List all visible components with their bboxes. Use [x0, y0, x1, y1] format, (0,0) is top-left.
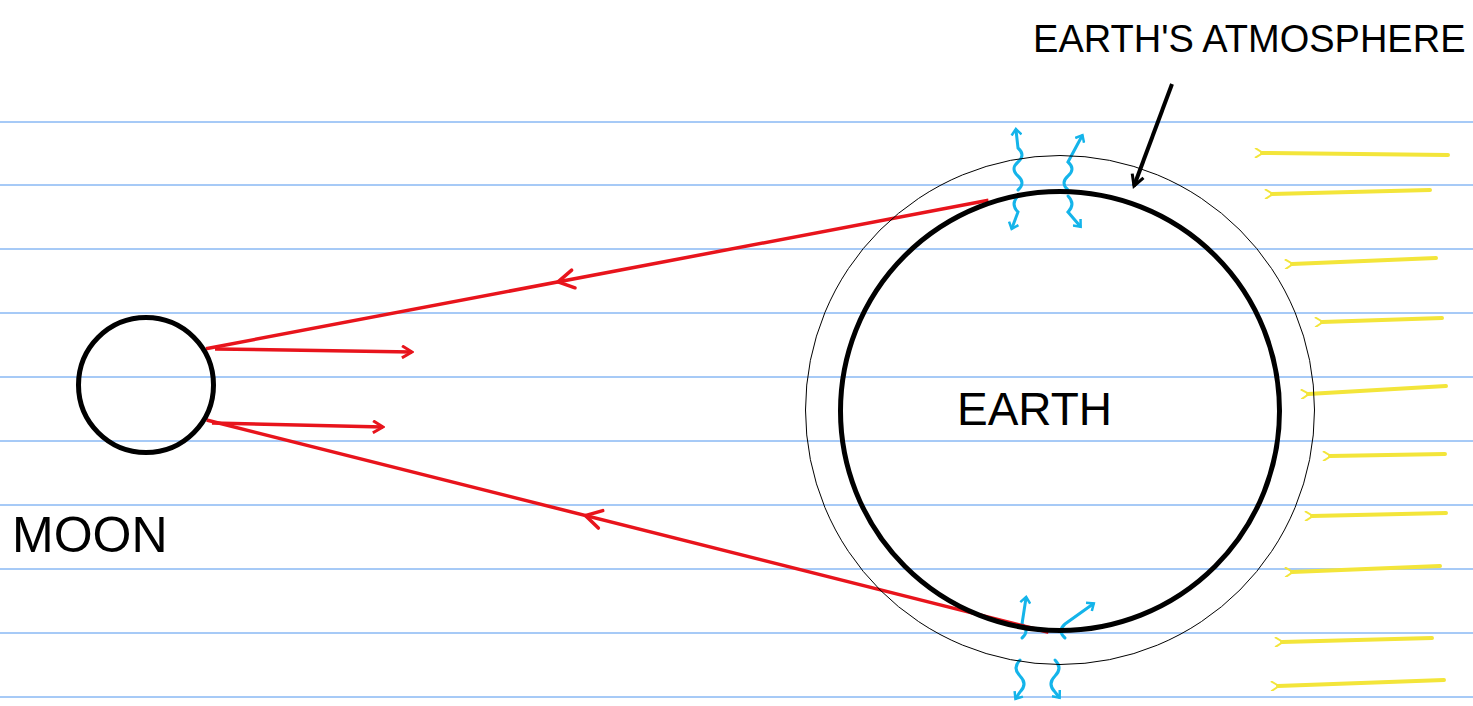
arrow-head — [558, 270, 575, 288]
body-label: MOON — [12, 510, 168, 560]
ruled-lines — [0, 122, 1473, 697]
illustration-stroke — [0, 569, 1473, 570]
illustration-stroke — [1272, 190, 1430, 194]
illustration-stroke — [1282, 638, 1432, 642]
earth-circle: EARTH — [838, 189, 1282, 633]
light-ray-line — [207, 420, 1049, 632]
illustration-stroke — [1308, 386, 1446, 394]
illustration-stroke — [0, 505, 1473, 506]
illustration-stroke — [1278, 680, 1444, 686]
illustration-stroke — [1312, 513, 1446, 516]
illustration-stroke — [1022, 598, 1026, 638]
illustration-stroke — [1068, 196, 1080, 226]
moon-circle: MOON — [76, 315, 216, 455]
illustration-stroke — [1051, 660, 1059, 697]
illustration-stroke — [0, 313, 1473, 314]
illustration-stroke — [0, 697, 1473, 698]
atmosphere-circle: EARTHEARTH'S ATMOSPHERE — [805, 155, 1315, 665]
illustration-stroke — [1292, 258, 1436, 264]
sunlight-arrows — [1262, 153, 1448, 686]
illustration-stroke — [1014, 130, 1022, 190]
illustration-stroke — [1292, 566, 1440, 572]
illustration-stroke — [0, 122, 1473, 123]
illustration-stroke — [1016, 660, 1024, 698]
illustration-stroke — [1061, 604, 1093, 638]
light-ray — [206, 200, 989, 349]
illustration-stroke — [1064, 136, 1082, 190]
reflected-light-arrows — [212, 349, 412, 427]
illustration-stroke — [1134, 84, 1172, 186]
illustration-stroke — [0, 441, 1473, 442]
region-label: EARTH'S ATMOSPHERE — [1033, 20, 1465, 58]
illustration-stroke — [1012, 196, 1018, 228]
illustration-stroke — [1262, 153, 1448, 155]
body-label: EARTH — [957, 386, 1112, 432]
illustration-stroke — [0, 633, 1473, 634]
light-ray — [207, 420, 1049, 632]
light-ray-line — [206, 200, 989, 349]
arrow-head — [585, 511, 602, 528]
leader-line — [1134, 84, 1172, 186]
illustration-stroke — [215, 349, 412, 352]
illustration-stroke — [0, 377, 1473, 378]
illustration-stroke — [1330, 454, 1445, 456]
illustration-stroke — [1322, 318, 1442, 322]
illustration-stroke — [0, 185, 1473, 186]
